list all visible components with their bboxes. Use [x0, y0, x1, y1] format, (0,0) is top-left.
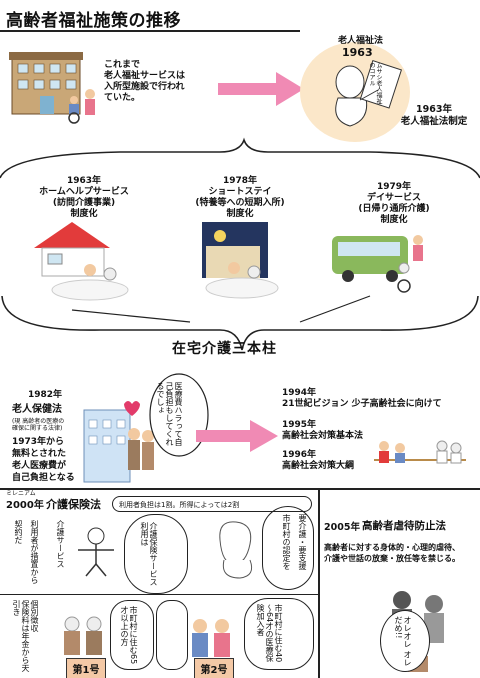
bottom-vertical-divider: [318, 488, 320, 678]
law-caption-name: 老人福祉法制定: [400, 116, 468, 127]
millennium-label: ミレニアム: [6, 490, 36, 497]
timeline-1-text: 21世紀ビジョン 少子高齢社会に向けて: [282, 399, 442, 409]
service-3-year: 1979年: [376, 182, 412, 192]
page-title: 高齢者福祉施策の推移: [6, 11, 181, 31]
tug-of-war-icon: [374, 440, 466, 464]
brace-top: [0, 137, 480, 179]
timeline-3-year: 1996年: [282, 450, 317, 460]
insured-2-label: 第2号: [194, 658, 234, 678]
kaigo-hand-4: 介護保険サービス利用は: [140, 522, 158, 586]
service-2-status: 制度化: [226, 209, 254, 219]
insured-2-couple-icon: [192, 619, 230, 657]
timeline-3-text: 高齢社会対策大綱: [282, 461, 355, 471]
abuse-desc-1: 高齢者に対する身体的・心理的虐待、: [324, 543, 460, 552]
law1982-bubble-text: 医療費ハラって自己負担もしてくれるでしょ: [156, 382, 183, 446]
law1982-desc-2: 無料とされた: [12, 449, 67, 459]
kaigo-hand-5: 市町村の認定を: [282, 514, 291, 570]
kaigo-name: 介護保険法: [46, 498, 101, 511]
title-underline: [0, 30, 300, 32]
kaigo-hand-left: 保険料は年金から天引き: [12, 600, 30, 672]
intro-text-line-3: 入所型施設で行われ: [104, 82, 185, 92]
wheelchair-caregiver-icon: [68, 89, 95, 124]
elderly-person-writing-icon: [335, 60, 403, 127]
service-3-name: デイサービス: [366, 193, 421, 203]
law-sign-text: ムサシ老人福祉のコアル: [368, 62, 382, 104]
bottom-section-divider: [0, 488, 480, 490]
kaigo-note: 利用者負担は1割。所得によっては2割: [112, 496, 312, 512]
abuse-bubble-text: オレオレ オレ だめ!!: [394, 616, 412, 667]
intro-text-line-4: ていた。: [104, 93, 141, 103]
abuse-desc-2: 介護や世話の放棄・放任等を禁じる。: [324, 554, 460, 563]
kaigo-bubble-1: [124, 514, 188, 594]
day-service-bus-icon: [332, 235, 423, 293]
insured-1-label: 第1号: [66, 658, 106, 678]
kaigo-hand-3: 介護サービス: [56, 520, 65, 568]
kaigo-hand-1: 契約だ: [14, 520, 23, 544]
hospital-elderly-couple-icon: [83, 401, 154, 483]
kaigo-panel-divider: [0, 594, 318, 596]
kaigo-hand-6: 要介護・要支援: [298, 514, 307, 570]
insured-1-bubble: [110, 600, 154, 670]
insured-1-desc: 市町村に住む65才以上の方: [120, 606, 138, 665]
service-2-detail: (特養等への短期入所): [195, 198, 285, 208]
short-stay-night-icon: [202, 222, 279, 299]
timeline-2-text: 高齢社会対策基本法: [282, 431, 364, 441]
law-header: 老人福祉法: [338, 36, 384, 46]
law1982-desc-1: 1973年から: [12, 437, 65, 447]
law1982-desc-4: 自己負担となる: [12, 473, 75, 483]
service-1-status: 制度化: [70, 209, 98, 219]
service-2-name: ショートステイ: [208, 187, 272, 197]
service-2-year: 1978年: [222, 176, 258, 186]
law-caption-year: 1963年: [416, 104, 452, 115]
brace-bottom: [1, 295, 479, 351]
kaigo-hand-2: 利用者が措置から: [30, 520, 39, 584]
kaigo-bubble-2: [262, 506, 314, 590]
home-help-house-icon: [34, 222, 129, 301]
service-1-detail: (訪問介護事業): [52, 198, 116, 208]
law1982-year: 1982年: [28, 390, 63, 400]
law1982-note-2: 確保に関する法律): [12, 425, 63, 432]
facility-building-icon: [9, 52, 83, 115]
intro-text-line-1: これまで: [104, 60, 141, 70]
kaigo-hand-left-2: 個別徴収: [30, 600, 39, 632]
service-1-year: 1963年: [66, 176, 102, 186]
insured-2-left-bubble: [156, 600, 188, 670]
timeline-2-year: 1995年: [282, 420, 317, 430]
law-year: 1963: [342, 46, 373, 59]
insured-1-elderly-icon: [64, 616, 102, 655]
law1982-note-1: (現 高齢者の医療の: [12, 418, 65, 425]
service-1-name: ホームヘルプサービス: [39, 187, 129, 197]
kaigo-year: 2000年: [6, 500, 44, 511]
kaigo-figure-icon: [78, 527, 114, 577]
abuse-bubble: [380, 610, 430, 672]
abuse-year: 2005年: [324, 522, 360, 533]
law1982-name: 老人保健法: [12, 404, 62, 415]
insured-2-desc: 市町村に住む40～64才の医療保険加入者: [256, 604, 283, 663]
kaigo-woman-icon: [219, 521, 253, 579]
abuse-name: 高齢者虐待防止法: [362, 520, 446, 532]
insured-2-bubble: [244, 598, 314, 670]
speech-bubble-1982: [149, 373, 209, 457]
law1982-desc-3: 老人医療費が: [12, 461, 67, 471]
intro-text-line-2: 老人福祉サービスは: [104, 71, 186, 81]
home-care-pillars: 在宅介護三本柱: [172, 341, 277, 357]
service-3-detail: (日帰り通所介護): [358, 204, 430, 214]
service-3-status: 制度化: [380, 215, 408, 225]
pink-arrow-icon-2: [196, 420, 278, 452]
timeline-1-year: 1994年: [282, 388, 317, 398]
pink-arrow-icon: [218, 72, 304, 106]
